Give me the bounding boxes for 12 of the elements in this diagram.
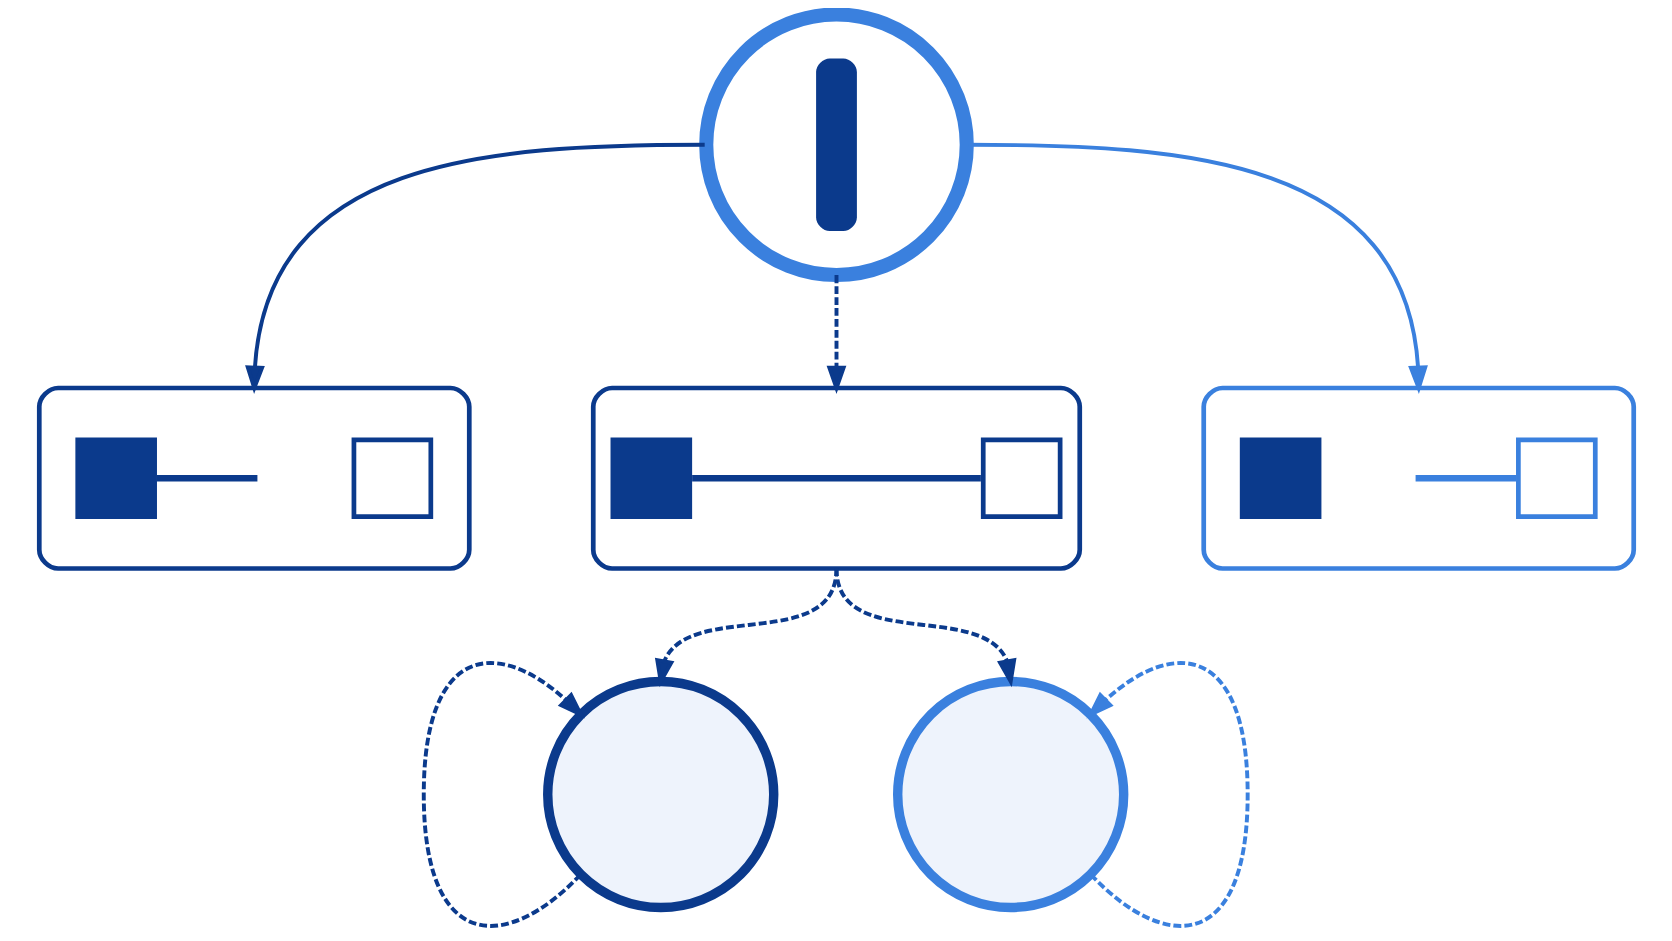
node-box <box>590 385 1082 571</box>
arrow <box>421 661 585 928</box>
arrow <box>1086 661 1250 928</box>
node-circle <box>542 676 778 913</box>
arrow <box>834 568 1016 688</box>
arrow <box>826 275 846 394</box>
node-circle <box>892 676 1128 913</box>
arrow <box>244 142 705 394</box>
node-box <box>1200 385 1636 571</box>
node-box <box>36 385 472 571</box>
arrow <box>654 568 838 688</box>
node-circle <box>698 8 974 283</box>
